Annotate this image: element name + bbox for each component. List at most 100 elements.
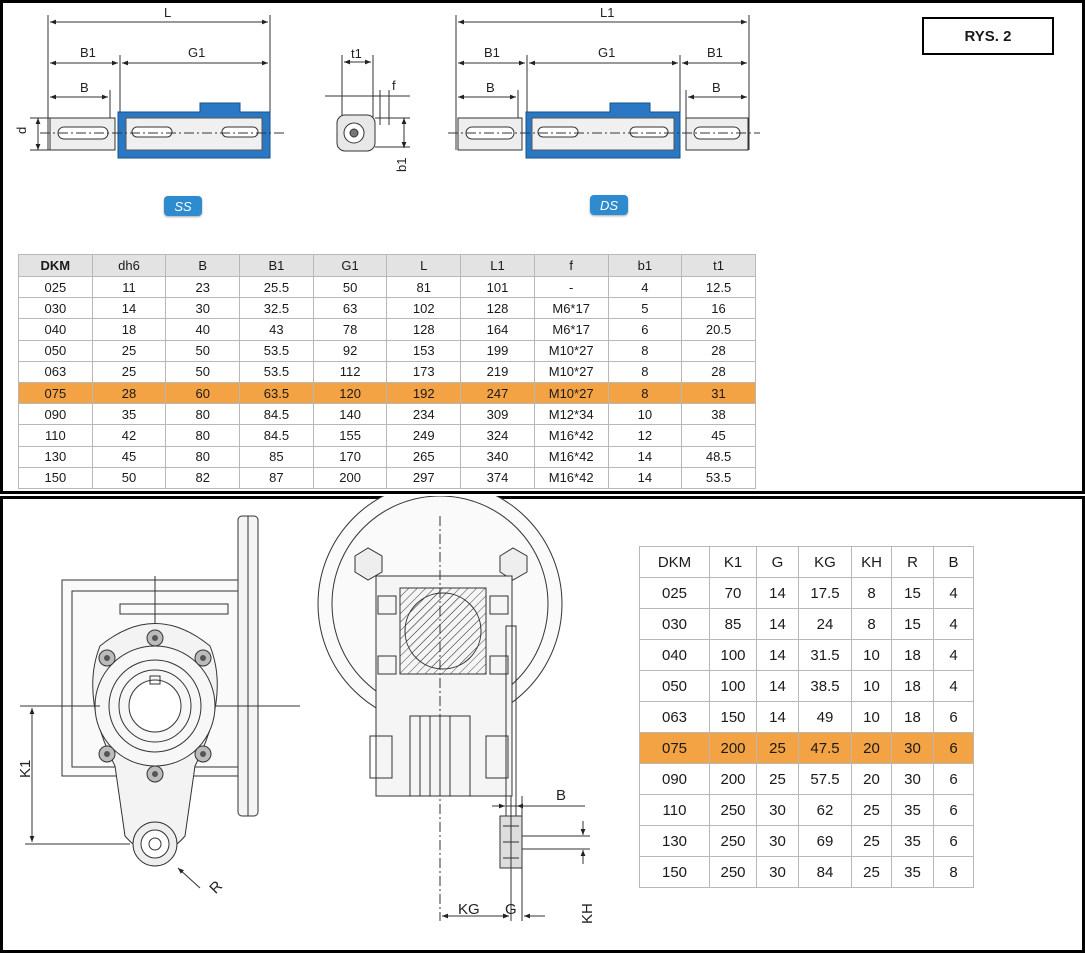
table-cell: 30 [756,856,799,888]
header-l1: L1 [460,254,535,277]
table-cell: 153 [386,339,462,362]
table-cell: 6 [607,318,683,341]
header-b1: B1 [239,254,314,277]
table-cell: 14 [756,608,799,640]
dim-B1-ss: B1 [80,45,96,60]
table-cell: 090 [639,763,710,795]
table-cell: 40 [165,318,241,341]
table-cell: 200 [312,466,388,489]
table-cell: 025 [18,275,93,299]
table-cell: 92 [312,339,388,362]
table-cell: 6 [933,732,974,764]
dim-G: G [505,901,517,918]
table-cell: 324 [460,424,535,447]
table-cell: 85 [709,608,757,640]
table-cell: 8 [607,339,683,362]
table-cell: 14 [91,297,167,320]
table-cell: 45 [91,445,167,468]
table-cell: 69 [798,825,852,857]
table-cell: 075 [18,381,93,405]
table-cell: 53.5 [681,466,756,489]
table-cell: M10*27 [533,339,609,362]
table-cell: 14 [756,577,799,609]
table-cell: 62 [798,794,852,826]
table-cell: 30 [891,732,934,764]
table-cell: 120 [312,381,388,405]
dim-b1: b1 [394,158,409,172]
table-cell: 14 [756,639,799,671]
table-cell: 18 [91,318,167,341]
table-cell: 219 [460,360,535,383]
table-cell: 28 [681,339,756,362]
table-cell: 25 [91,360,167,383]
table-cell: 030 [639,608,710,640]
dim-B-ds-right: B [712,80,721,95]
dim-t1: t1 [351,46,362,61]
table-cell: 28 [681,360,756,383]
table-cell: 10 [851,670,892,702]
table-cell: 4 [933,670,974,702]
table-cell: 14 [756,701,799,733]
table-cell: 5 [607,297,683,320]
header-b: B [165,254,241,277]
figure-label: RYS. 2 [922,17,1054,55]
table-cell: 050 [18,339,93,362]
table-cell: 50 [91,466,167,489]
arm-header-b: B [933,546,974,578]
table-cell: M16*42 [533,424,609,447]
table-cell: M10*27 [533,360,609,383]
table-cell: M6*17 [533,297,609,320]
table-cell: 374 [460,466,535,489]
table-cell: 150 [639,856,710,888]
table-cell: 18 [891,701,934,733]
table-cell: 110 [18,424,93,447]
table-cell: 48.5 [681,445,756,468]
table-cell: 25 [851,856,892,888]
table-cell: M12*34 [533,403,609,426]
table-cell: 25 [91,339,167,362]
dim-G1-ss: G1 [188,45,205,60]
table-cell: 075 [639,732,710,764]
table-cell: 18 [891,670,934,702]
table-cell: 38.5 [798,670,852,702]
table-cell: 128 [386,318,462,341]
table-cell: 30 [756,794,799,826]
gearbox-front-view [317,496,590,921]
table-cell: 4 [933,639,974,671]
table-cell: 23 [165,275,241,299]
table-cell: 6 [933,794,974,826]
table-cell: 80 [165,424,241,447]
table-cell: 130 [18,445,93,468]
table-cell: 8 [933,856,974,888]
table-cell: 70 [709,577,757,609]
badge-ds: DS [590,195,628,215]
table-cell: 87 [239,466,314,489]
table-cell: 040 [639,639,710,671]
table-cell: 247 [460,381,535,405]
table-cell: 28 [91,381,167,405]
table-cell: 42 [91,424,167,447]
table-cell: 25 [756,732,799,764]
table-cell: 8 [607,381,683,405]
table-cell: 80 [165,445,241,468]
table-cell: 101 [460,275,535,299]
table-cell: 63.5 [239,381,314,405]
table-cell: 57.5 [798,763,852,795]
dim-K1: K1 [17,760,34,778]
table-cell: 063 [639,701,710,733]
table-cell: 10 [607,403,683,426]
table-cell: 35 [891,794,934,826]
ss-shaft-drawing [30,15,285,159]
table-cell: 25 [851,825,892,857]
table-cell: M10*27 [533,381,609,405]
table-cell: 50 [165,360,241,383]
table-cell: 35 [891,825,934,857]
table-cell: 63 [312,297,388,320]
